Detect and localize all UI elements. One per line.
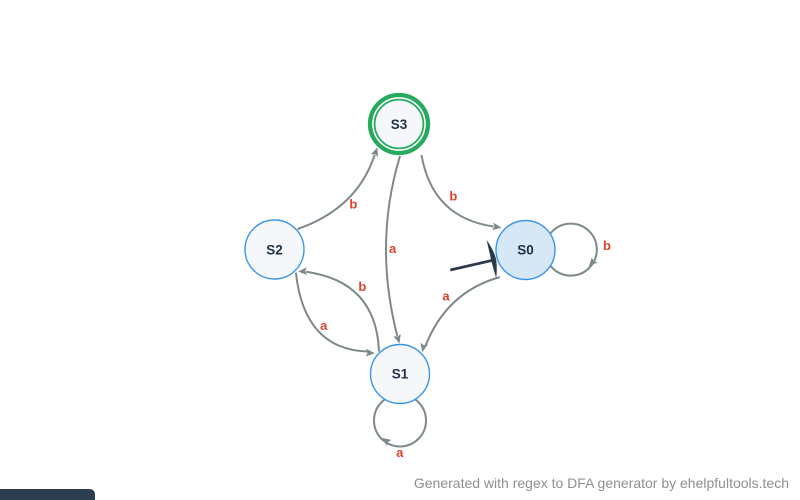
svg-text:b: b bbox=[603, 238, 611, 253]
svg-text:a: a bbox=[320, 318, 328, 333]
svg-text:S3: S3 bbox=[391, 117, 408, 132]
svg-text:a: a bbox=[396, 445, 404, 460]
svg-text:b: b bbox=[449, 188, 457, 203]
svg-text:S1: S1 bbox=[392, 367, 409, 382]
svg-text:S2: S2 bbox=[266, 242, 283, 257]
svg-text:b: b bbox=[349, 196, 357, 211]
svg-text:Generated with regex to DFA ge: Generated with regex to DFA generator by… bbox=[414, 475, 789, 491]
svg-text:a: a bbox=[442, 288, 450, 303]
svg-text:b: b bbox=[358, 279, 366, 294]
svg-text:S0: S0 bbox=[517, 243, 534, 258]
svg-text:a: a bbox=[389, 241, 397, 256]
